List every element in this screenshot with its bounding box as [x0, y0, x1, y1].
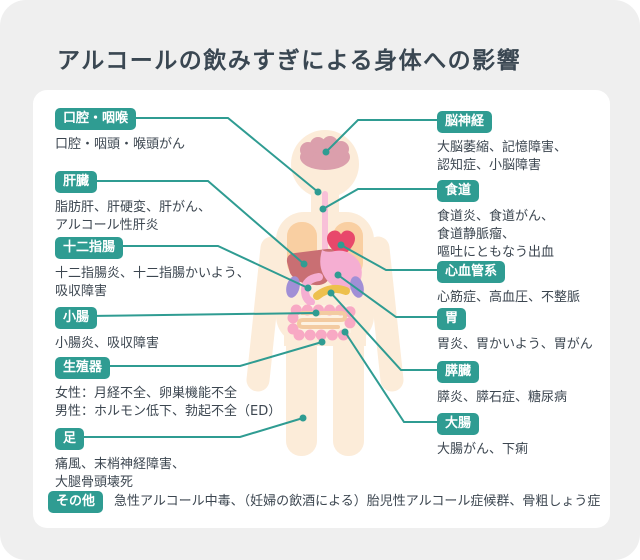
- label-esophagus: 食道 食道炎、食道がん、 食道静脈瘤、 嘔吐にともなう出血: [437, 179, 612, 262]
- organ-description-cardiovascular: 心筋症、高血圧、不整脈: [437, 290, 581, 305]
- label-brain: 脳神経 大脳萎縮、記憶障害、 認知症、小脳障害: [437, 110, 612, 175]
- page-title: アルコールの飲みすぎによる身体への影響: [57, 48, 522, 75]
- label-pancreas: 膵臓 膵炎、膵石症、糖尿病: [437, 360, 612, 407]
- organ-badge-reproductive: 生殖器: [55, 357, 111, 379]
- organ-description-liver: 脂肪肝、肝硬変、肝がん、 アルコール性肝炎: [55, 200, 212, 233]
- organ-description-brain: 大脳萎縮、記憶障害、 認知症、小脳障害: [437, 140, 568, 173]
- label-duodenum: 十二指腸 十二指腸炎、十二指腸かいよう、 吸収障害: [55, 236, 305, 301]
- label-liver: 肝臓 脂肪肝、肝硬変、肝がん、 アルコール性肝炎: [55, 170, 305, 235]
- organ-badge-small-intestine: 小腸: [55, 307, 98, 329]
- organ-badge-liver: 肝臓: [55, 171, 98, 193]
- organ-badge-pancreas: 膵臓: [437, 361, 480, 383]
- other-badge: その他: [48, 491, 104, 513]
- label-large-intestine: 大腸 大腸がん、下痢: [437, 412, 612, 459]
- organ-badge-brain: 脳神経: [437, 111, 493, 133]
- organ-badge-large-intestine: 大腸: [437, 413, 480, 435]
- label-leg: 足 痛風、末梢神経障害、 大腿骨頭壊死: [55, 427, 305, 492]
- organ-badge-esophagus: 食道: [437, 180, 480, 202]
- label-reproductive: 生殖器 女性：月経不全、卵巣機能不全 男性：ホルモン低下、勃起不全（ED）: [55, 356, 305, 421]
- label-small-intestine: 小腸 小腸炎、吸収障害: [55, 306, 305, 353]
- organ-description-small-intestine: 小腸炎、吸収障害: [55, 336, 160, 351]
- organ-badge-duodenum: 十二指腸: [55, 237, 124, 259]
- other-description: 急性アルコール中毒、（妊婦の飲酒による）胎児性アルコール症候群、骨粗しょう症: [114, 494, 601, 509]
- organ-description-esophagus: 食道炎、食道がん、 食道静脈瘤、 嘔吐にともなう出血: [437, 209, 555, 260]
- organ-description-leg: 痛風、末梢神経障害、 大腿骨頭壊死: [55, 457, 186, 490]
- label-mouth-throat: 口腔・咽喉 口腔・咽頭・喉頭がん: [55, 107, 305, 154]
- label-stomach: 胃 胃炎、胃かいよう、胃がん: [437, 307, 612, 354]
- label-other: その他 急性アルコール中毒、（妊婦の飲酒による）胎児性アルコール症候群、骨粗しょ…: [48, 491, 608, 513]
- organ-description-large-intestine: 大腸がん、下痢: [437, 442, 529, 457]
- organ-description-duodenum: 十二指腸炎、十二指腸かいよう、 吸収障害: [55, 266, 250, 299]
- organ-badge-mouth-throat: 口腔・咽喉: [55, 108, 137, 130]
- organ-badge-stomach: 胃: [437, 308, 467, 330]
- organ-badge-cardiovascular: 心血管系: [437, 261, 506, 283]
- organ-description-pancreas: 膵炎、膵石症、糖尿病: [437, 390, 568, 405]
- organ-description-reproductive: 女性：月経不全、卵巣機能不全 男性：ホルモン低下、勃起不全（ED）: [55, 386, 282, 419]
- organ-badge-leg: 足: [55, 428, 85, 450]
- organ-description-mouth-throat: 口腔・咽頭・喉頭がん: [55, 137, 186, 152]
- organ-description-stomach: 胃炎、胃かいよう、胃がん: [437, 337, 593, 352]
- label-cardiovascular: 心血管系 心筋症、高血圧、不整脈: [437, 260, 612, 307]
